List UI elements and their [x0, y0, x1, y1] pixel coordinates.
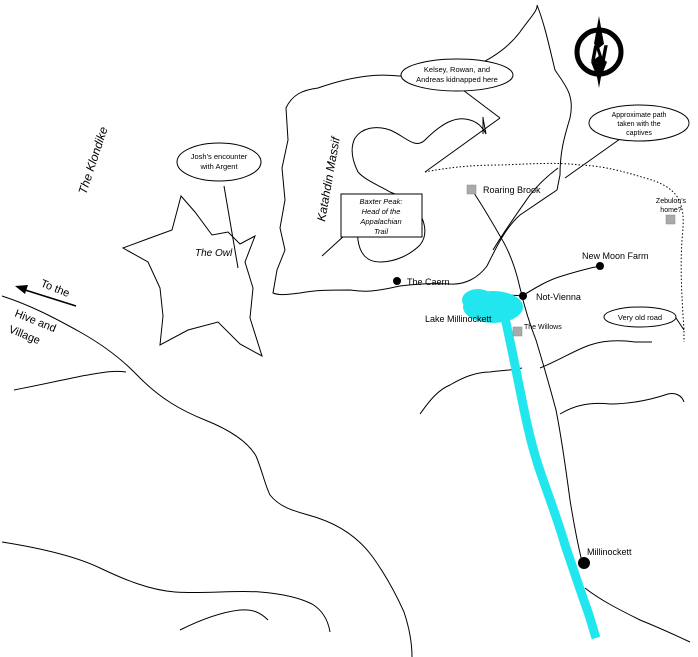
the-willows-marker	[512, 326, 523, 337]
river	[500, 317, 601, 640]
river-system	[462, 289, 601, 640]
roads	[471, 167, 601, 563]
callout-very-old-road: Very old road	[603, 306, 685, 331]
callout-kidnapped-line2: Andreas kidnapped here	[416, 75, 498, 84]
callout-approximate-path: Approximate path taken with the captives	[564, 104, 690, 179]
callout-josh: Josh's encounter with Argent	[176, 142, 262, 182]
place-label-millinockett: Millinockett	[587, 547, 632, 557]
millinockett-marker	[578, 557, 590, 569]
massif-inner-ridge	[351, 117, 487, 263]
baxter-line1: Baxter Peak:	[360, 197, 403, 206]
zebulon-home-marker	[665, 214, 676, 225]
callout-path-line1: Approximate path	[612, 112, 667, 119]
callout-josh-line1: Josh's encounter	[191, 152, 248, 161]
place-label-not-vienna: Not-Vienna	[536, 292, 581, 302]
callout-kidnapped-line1: Kelsey, Rowan, and	[424, 65, 490, 74]
new-moon-farm-marker	[596, 262, 604, 270]
baxter-line2: Head of the	[362, 207, 401, 216]
callout-kidnapped: Kelsey, Rowan, and Andreas kidnapped her…	[400, 58, 514, 173]
callout-zebulon: Zebulon's home?	[656, 198, 687, 214]
callout-josh-line2: with Argent	[199, 162, 238, 171]
roaring-brook-marker	[466, 184, 477, 195]
place-label-the-willows: The Willows	[524, 324, 562, 331]
callout-zebulon-line1: Zebulon's	[656, 198, 687, 205]
region-label-the-owl: The Owl	[195, 248, 233, 259]
place-label-roaring-brook: Roaring Brook	[483, 185, 541, 195]
boundary-lines	[1, 4, 691, 657]
not-vienna-marker	[519, 292, 527, 300]
compass-north-letter: N	[591, 41, 608, 66]
new-moon-farm-road	[521, 265, 601, 297]
captives-path	[424, 162, 685, 342]
north-arrow-compass-icon: N	[574, 16, 624, 88]
region-label-klondike: The Klondike	[76, 125, 111, 196]
baxter-line4: Trail	[374, 227, 388, 236]
western-ridge	[1, 295, 413, 657]
place-markers: Roaring Brook The Caern New Moon Farm No…	[393, 184, 676, 569]
central-ridge	[419, 367, 523, 415]
southwest-ridge	[1, 541, 331, 633]
main-road	[471, 189, 583, 563]
baxter-peak-box: Baxter Peak: Head of the Appalachian Tra…	[321, 193, 423, 257]
callout-path-line3: captives	[626, 130, 652, 137]
region-label-katahdin-massif: Katahdin Massif	[314, 134, 343, 222]
the-owl-outline	[121, 194, 263, 358]
place-label-lake-millinockett: Lake Millinockett	[425, 314, 492, 324]
baxter-line3: Appalachian	[359, 217, 401, 226]
place-label-the-caern: The Caern	[407, 277, 450, 287]
callout-very-old-road-text: Very old road	[618, 313, 662, 322]
callout-path-line2: taken with the	[617, 121, 660, 128]
place-label-new-moon-farm: New Moon Farm	[582, 251, 649, 261]
the-caern-marker	[393, 277, 401, 285]
katahdin-massif-outline	[272, 4, 572, 296]
east-ridge	[559, 393, 685, 415]
callout-zebulon-line2: home?	[660, 207, 682, 214]
